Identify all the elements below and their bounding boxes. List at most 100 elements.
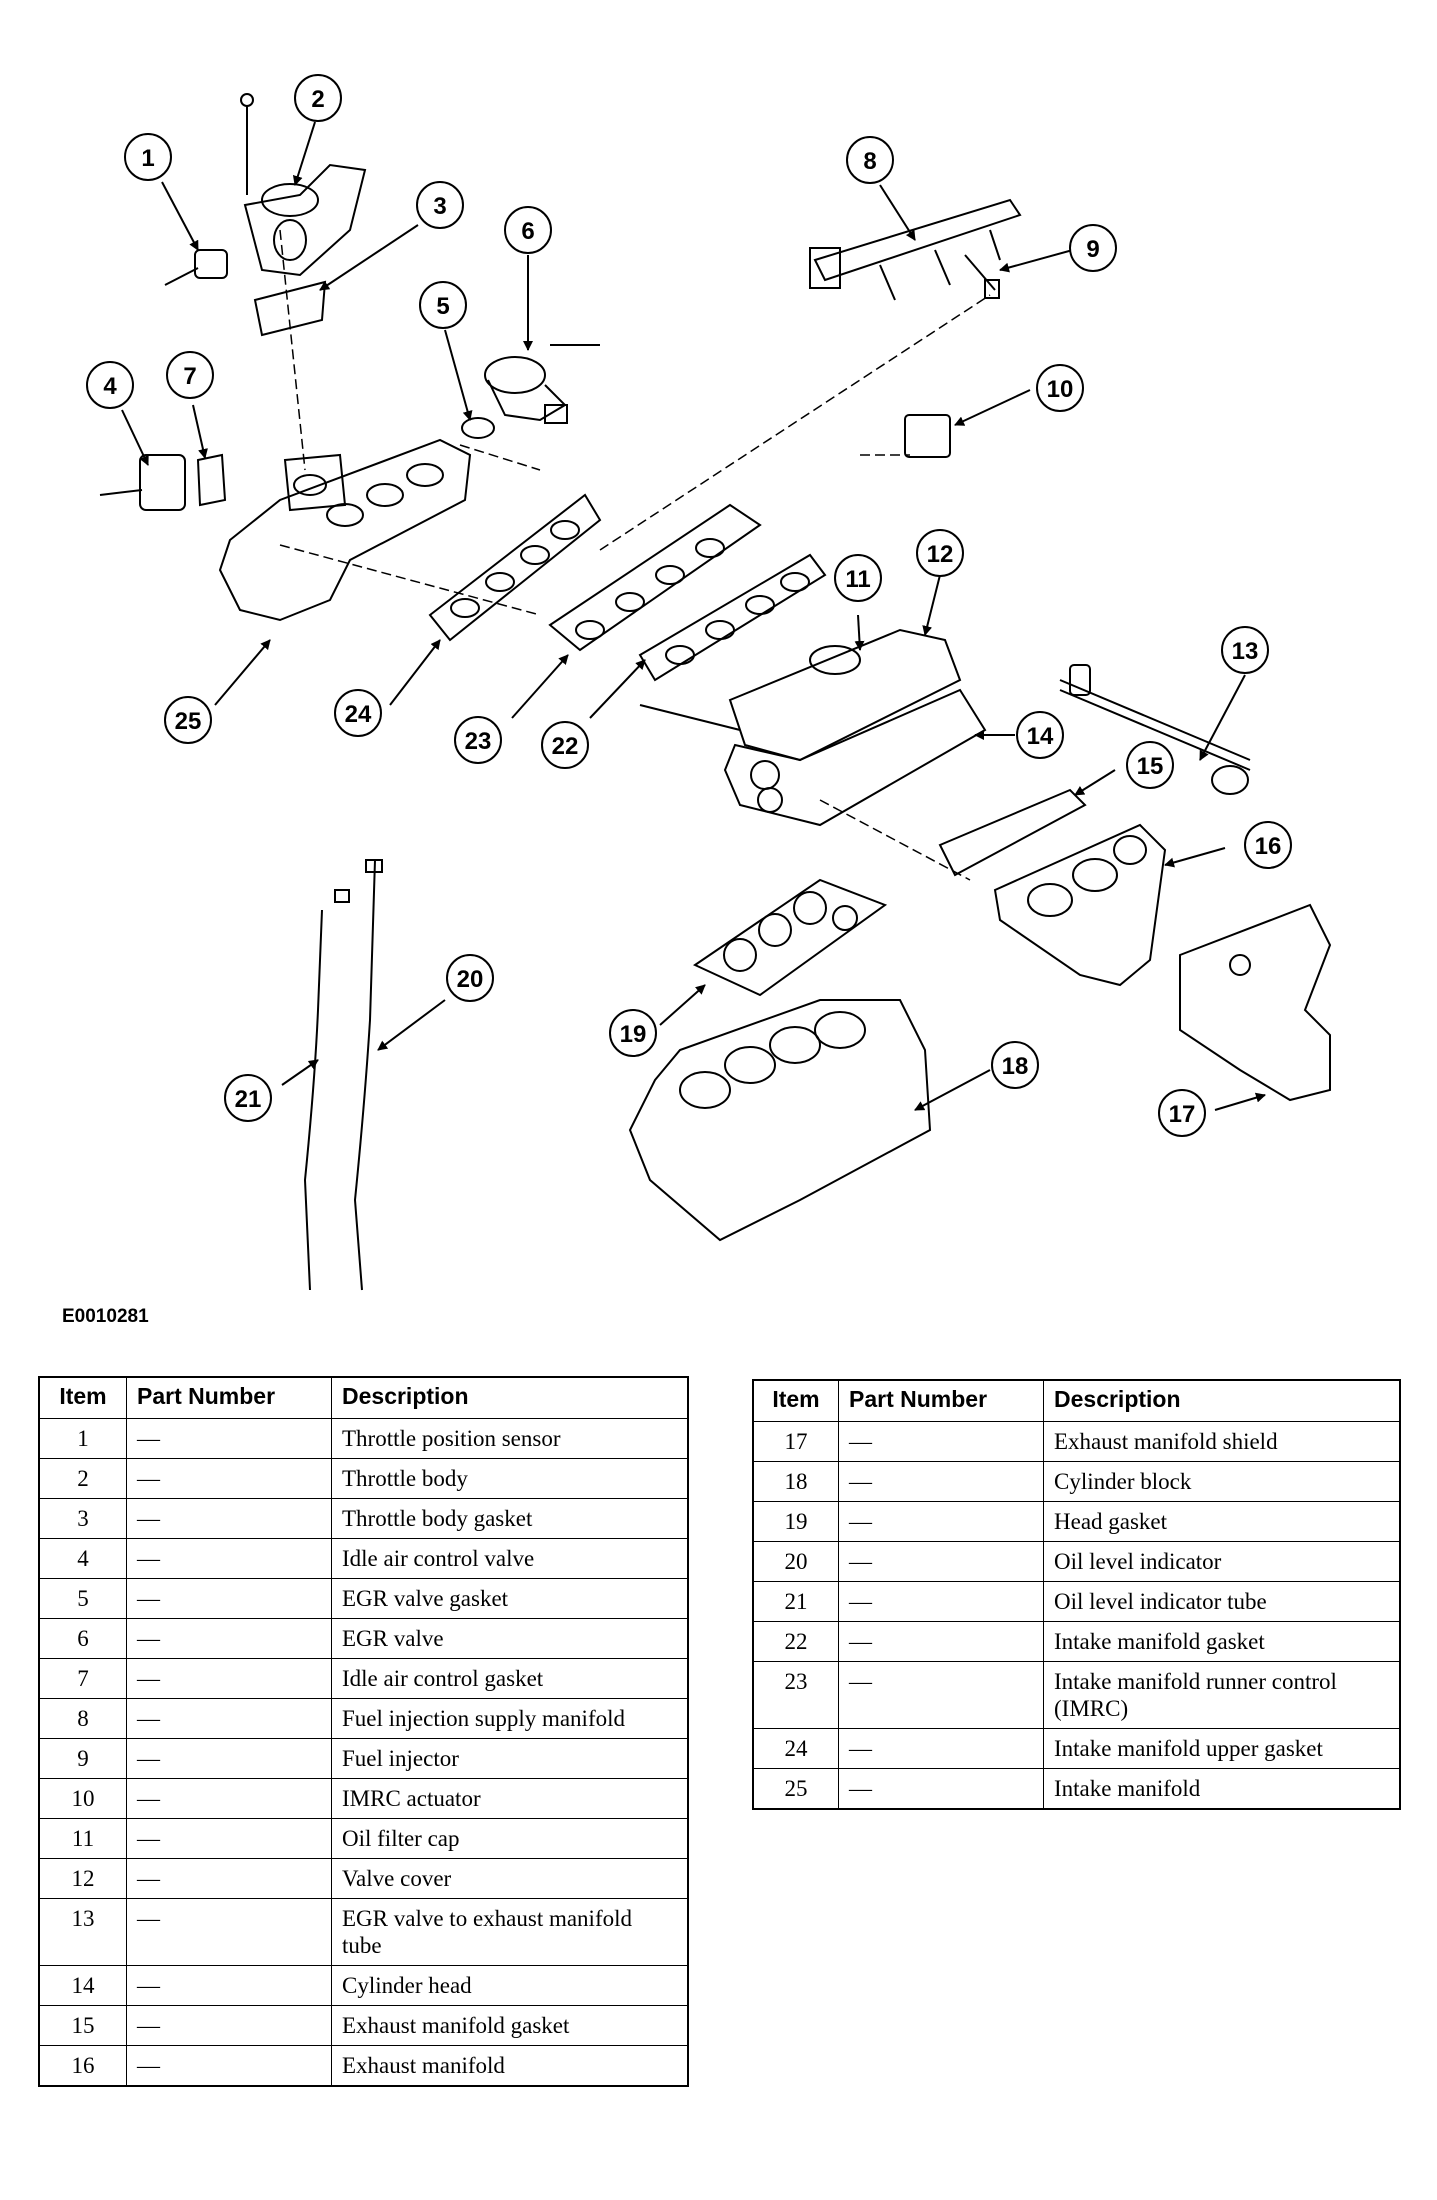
header-item: Item (752, 1379, 839, 1422)
item-cell: 16 (38, 2045, 127, 2087)
table-row: 6—EGR valve (38, 1618, 689, 1659)
description-cell: Idle air control valve (331, 1538, 689, 1579)
part-number-cell: — (126, 1658, 332, 1699)
description-cell: EGR valve (331, 1618, 689, 1659)
egr-valve-drawing (484, 344, 600, 424)
part-number-cell: — (838, 1581, 1044, 1622)
part-number-cell: — (126, 1778, 332, 1819)
table-header-row: Item Part Number Description (752, 1379, 1401, 1422)
exhaust-manifold-drawing (993, 823, 1167, 987)
callout-5: 5 (419, 281, 467, 329)
part-number-cell: — (126, 1538, 332, 1579)
callout-21: 21 (224, 1074, 272, 1122)
callout-24: 24 (334, 689, 382, 737)
callout-4: 4 (86, 361, 134, 409)
description-cell: Intake manifold runner control (IMRC) (1043, 1661, 1401, 1729)
table-row: 19—Head gasket (752, 1501, 1401, 1542)
table-row: 3—Throttle body gasket (38, 1498, 689, 1539)
part-number-cell: — (126, 1458, 332, 1499)
table-row: 10—IMRC actuator (38, 1778, 689, 1819)
description-cell: Exhaust manifold gasket (331, 2005, 689, 2046)
description-cell: EGR valve gasket (331, 1578, 689, 1619)
table-row: 12—Valve cover (38, 1858, 689, 1899)
svg-text:1: 1 (141, 145, 154, 172)
callout-25: 25 (164, 696, 212, 744)
svg-text:22: 22 (552, 733, 579, 760)
item-cell: 3 (38, 1498, 127, 1539)
item-cell: 7 (38, 1658, 127, 1699)
callout-1: 1 (124, 133, 172, 181)
valve-cover-drawing (728, 628, 962, 762)
table-row: 13—EGR valve to exhaust manifold tube (38, 1898, 689, 1966)
idle-air-control-gasket-drawing (196, 453, 227, 507)
description-cell: Oil level indicator (1043, 1541, 1401, 1582)
item-cell: 18 (752, 1461, 839, 1502)
callout-11: 11 (834, 554, 882, 602)
oil-level-indicator-drawing (353, 859, 376, 1291)
part-number-cell: — (838, 1461, 1044, 1502)
item-cell: 20 (752, 1541, 839, 1582)
egr-tube-drawing (1059, 664, 1251, 795)
svg-text:3: 3 (433, 193, 446, 220)
part-number-cell: — (126, 1418, 332, 1459)
svg-text:24: 24 (345, 701, 372, 728)
part-number-cell: — (126, 1698, 332, 1739)
intake-manifold-drawing (218, 438, 472, 622)
svg-text:16: 16 (1255, 833, 1282, 860)
item-cell: 8 (38, 1698, 127, 1739)
table-row: 21—Oil level indicator tube (752, 1581, 1401, 1622)
item-cell: 19 (752, 1501, 839, 1542)
part-number-cell: — (126, 1738, 332, 1779)
part-number-cell: — (838, 1768, 1044, 1810)
item-cell: 23 (752, 1661, 839, 1729)
svg-text:10: 10 (1047, 376, 1074, 403)
table-header-row: Item Part Number Description (38, 1376, 689, 1419)
item-cell: 15 (38, 2005, 127, 2046)
item-cell: 25 (752, 1768, 839, 1810)
exhaust-manifold-gasket-drawing (938, 788, 1087, 877)
svg-text:9: 9 (1086, 236, 1099, 263)
throttle-position-sensor-drawing (164, 249, 228, 286)
intake-manifold-gasket-drawing (638, 553, 827, 682)
header-part-number: Part Number (838, 1379, 1044, 1422)
svg-text:5: 5 (436, 293, 449, 320)
table-row: 9—Fuel injector (38, 1738, 689, 1779)
intake-manifold-upper-gasket-drawing (428, 493, 602, 642)
item-cell: 14 (38, 1965, 127, 2006)
part-number-cell: — (126, 1858, 332, 1899)
callout-19: 19 (609, 1009, 657, 1057)
svg-text:18: 18 (1002, 1053, 1029, 1080)
table-row: 23—Intake manifold runner control (IMRC) (752, 1661, 1401, 1729)
table-row: 25—Intake manifold (752, 1768, 1401, 1810)
svg-text:20: 20 (457, 966, 484, 993)
svg-text:15: 15 (1137, 753, 1164, 780)
part-number-cell: — (126, 1818, 332, 1859)
description-cell: Exhaust manifold (331, 2045, 689, 2087)
oil-level-indicator-tube-drawing (303, 909, 323, 1291)
item-cell: 24 (752, 1728, 839, 1769)
item-cell: 10 (38, 1778, 127, 1819)
header-item: Item (38, 1376, 127, 1419)
fuel-injector-drawing (964, 254, 1000, 299)
svg-text:23: 23 (465, 728, 492, 755)
callout-15: 15 (1126, 741, 1174, 789)
description-cell: Valve cover (331, 1858, 689, 1899)
svg-text:14: 14 (1027, 723, 1054, 750)
item-cell: 13 (38, 1898, 127, 1966)
svg-text:8: 8 (863, 148, 876, 175)
svg-text:19: 19 (620, 1021, 647, 1048)
description-cell: Intake manifold upper gasket (1043, 1728, 1401, 1769)
callout-14: 14 (1016, 711, 1064, 759)
callout-16: 16 (1244, 821, 1292, 869)
description-cell: Throttle position sensor (331, 1418, 689, 1459)
idle-air-control-valve-drawing (99, 454, 186, 511)
description-cell: Exhaust manifold shield (1043, 1421, 1401, 1462)
table-row: 8—Fuel injection supply manifold (38, 1698, 689, 1739)
table-row: 11—Oil filter cap (38, 1818, 689, 1859)
description-cell: Intake manifold (1043, 1768, 1401, 1810)
item-cell: 4 (38, 1538, 127, 1579)
item-cell: 12 (38, 1858, 127, 1899)
part-number-cell: — (838, 1621, 1044, 1662)
table-row: 7—Idle air control gasket (38, 1658, 689, 1699)
description-cell: Throttle body gasket (331, 1498, 689, 1539)
